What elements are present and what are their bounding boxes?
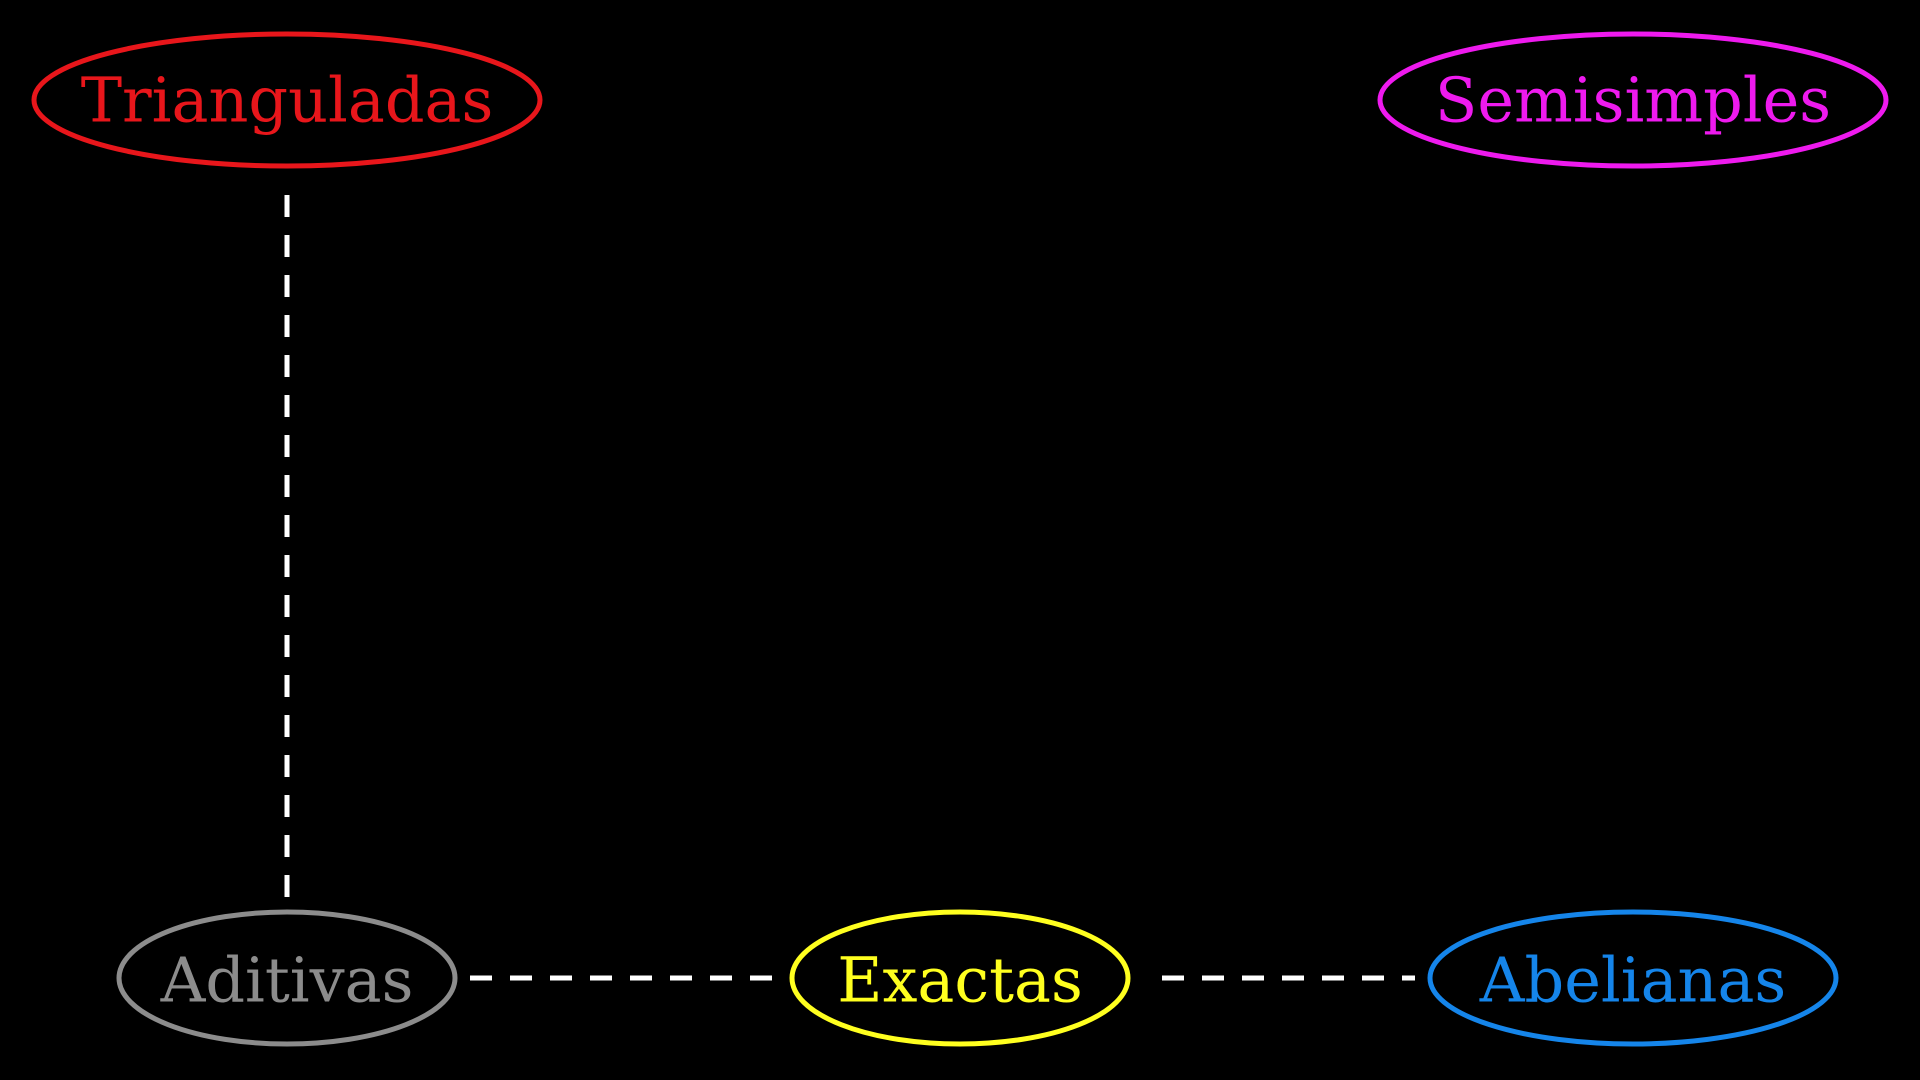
node-abelianas: Abelianas bbox=[1427, 909, 1839, 1047]
node-semisimples-label: Semisimples bbox=[1435, 64, 1831, 137]
node-trianguladas-label: Trianguladas bbox=[81, 64, 494, 137]
node-aditivas: Aditivas bbox=[116, 909, 458, 1047]
node-trianguladas: Trianguladas bbox=[31, 31, 543, 169]
node-semisimples-ellipse bbox=[1377, 31, 1889, 169]
node-exactas: Exactas bbox=[789, 909, 1131, 1047]
node-aditivas-label: Aditivas bbox=[160, 944, 414, 1017]
node-aditivas-ellipse bbox=[116, 909, 458, 1047]
node-semisimples: Semisimples bbox=[1377, 31, 1889, 169]
node-abelianas-ellipse bbox=[1427, 909, 1839, 1047]
node-exactas-ellipse bbox=[789, 909, 1131, 1047]
node-trianguladas-ellipse bbox=[31, 31, 543, 169]
node-exactas-label: Exactas bbox=[837, 944, 1083, 1017]
node-abelianas-label: Abelianas bbox=[1479, 944, 1787, 1017]
